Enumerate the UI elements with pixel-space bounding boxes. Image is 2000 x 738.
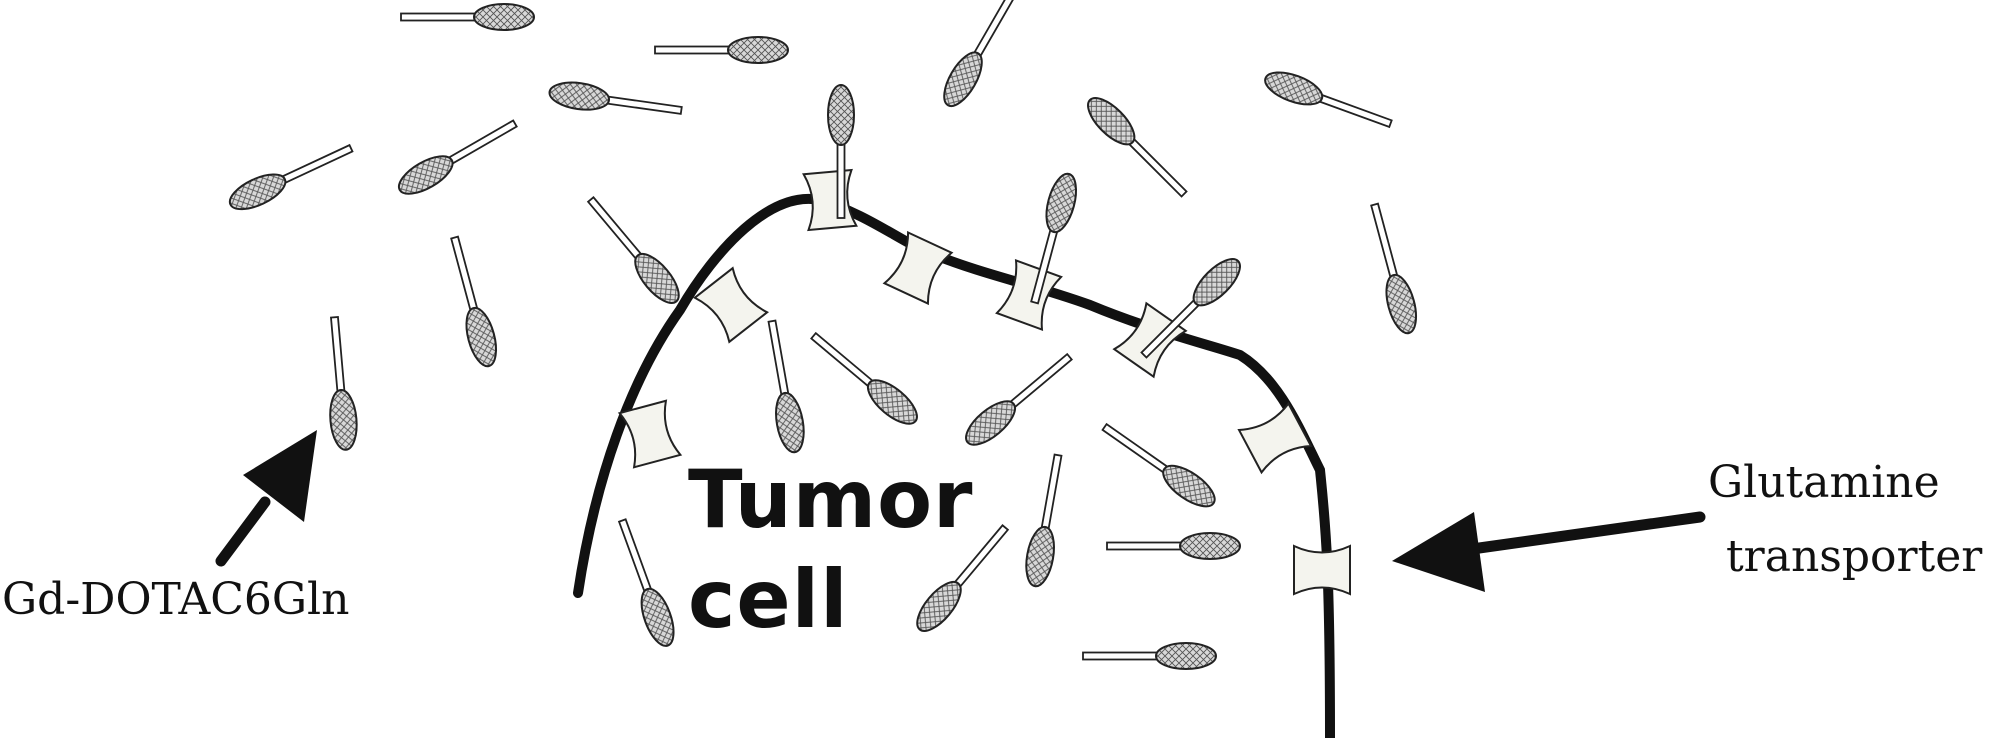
molecule-icon — [958, 345, 1079, 454]
cell-label-line2: cell — [688, 553, 849, 646]
transporter-label-line2: transporter — [1726, 531, 1983, 582]
molecule-icon — [1361, 200, 1423, 338]
molecule-icon — [1079, 89, 1195, 205]
molecule-icon — [223, 135, 358, 218]
molecule-icon — [1106, 532, 1241, 560]
molecule-icon — [1096, 415, 1222, 515]
molecule-icon — [1082, 642, 1217, 670]
molecule-icon — [654, 36, 789, 64]
molecule-icon — [441, 233, 503, 371]
molecule-icon — [804, 324, 925, 433]
transporter — [883, 231, 953, 305]
transporter-label-line1: Glutamine — [1708, 457, 1940, 508]
molecule-arrow — [215, 430, 317, 567]
molecule-icon — [1021, 451, 1072, 590]
transporter — [618, 399, 682, 469]
cell-label-line1: Tumor — [688, 453, 974, 546]
cell-membrane — [573, 193, 1335, 738]
molecule-icon — [935, 0, 1027, 113]
molecule-icon — [392, 111, 523, 203]
molecule-icon — [609, 515, 682, 651]
molecule-icon — [546, 78, 685, 125]
transporter-arrow — [1392, 511, 1706, 592]
transporter — [1238, 402, 1312, 474]
cell-label: Tumor cell — [688, 450, 974, 650]
molecule-icon — [1260, 64, 1396, 137]
molecule-icon — [758, 317, 809, 456]
transporter — [802, 169, 858, 231]
transporter — [1293, 545, 1351, 595]
molecule-icon — [320, 315, 361, 452]
molecule-label: Gd-DOTAC6Gln — [2, 574, 350, 625]
molecule-icon — [400, 3, 535, 31]
molecule-icon — [579, 190, 688, 311]
